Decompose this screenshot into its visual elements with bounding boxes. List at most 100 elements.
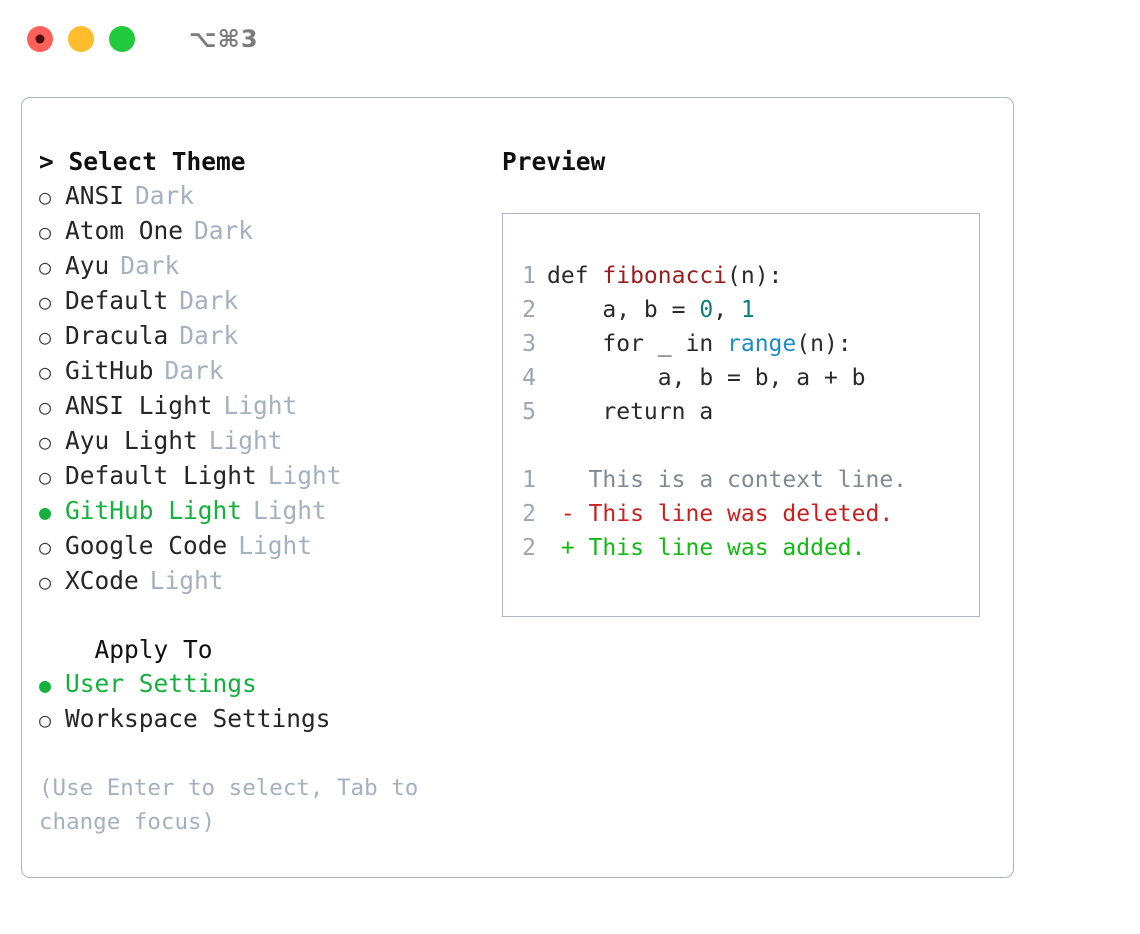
apply-to-option-label: User Settings bbox=[65, 669, 257, 698]
apply-to-option-user-settings[interactable]: ● User Settings bbox=[39, 667, 502, 702]
close-window-button[interactable] bbox=[27, 26, 53, 52]
code-token-plain: for _ in bbox=[547, 331, 728, 357]
code-line: 4 a, b = b, a + b bbox=[503, 361, 979, 395]
radio-unselected-icon: ○ bbox=[39, 185, 52, 209]
theme-option-label: Google Code bbox=[65, 531, 228, 560]
diff-line-add: 2 + This line was added. bbox=[503, 531, 979, 565]
diff-line-text: - This line was deleted. bbox=[547, 501, 894, 527]
theme-option-label: XCode bbox=[65, 566, 139, 595]
theme-variant-badge: Light bbox=[208, 426, 283, 455]
keyboard-hint-text: (Use Enter to select, Tab to change focu… bbox=[39, 775, 432, 835]
theme-option-label: Default Light bbox=[65, 461, 257, 490]
minimize-window-button[interactable] bbox=[68, 26, 94, 52]
theme-option-ayu-light[interactable]: ○ Ayu Light Light bbox=[39, 424, 502, 459]
code-line-text: a, b = 0, 1 bbox=[547, 293, 755, 327]
code-token-num: 0 bbox=[699, 297, 714, 323]
apply-to-option-list[interactable]: ● User Settings ○ Workspace Settings bbox=[39, 667, 502, 737]
diff-line-text: + This line was added. bbox=[547, 535, 866, 561]
theme-variant-badge: Dark bbox=[179, 286, 239, 315]
code-line: 5 return a bbox=[503, 395, 979, 429]
theme-option-ansi-light[interactable]: ○ ANSI Light Light bbox=[39, 389, 502, 424]
radio-unselected-icon: ○ bbox=[39, 325, 52, 349]
diff-line-number: 1 bbox=[522, 467, 536, 493]
theme-option-label: Ayu Light bbox=[65, 426, 198, 455]
code-line: 2 a, b = 0, 1 bbox=[503, 293, 979, 327]
theme-option-label: ANSI bbox=[65, 181, 125, 210]
code-line-text: for _ in range(n): bbox=[547, 327, 852, 361]
theme-option-ansi[interactable]: ○ ANSI Dark bbox=[39, 179, 502, 214]
diff-sample: 1 This is a context line.2 - This line w… bbox=[503, 463, 979, 565]
theme-variant-badge: Light bbox=[253, 496, 327, 525]
code-line-number: 2 bbox=[522, 297, 536, 323]
code-token-plain: def bbox=[547, 263, 603, 289]
code-line-number: 1 bbox=[522, 263, 536, 289]
zoom-window-button[interactable] bbox=[109, 26, 135, 52]
theme-option-github-light[interactable]: ● GitHub Light Light bbox=[39, 494, 502, 529]
code-line: 1 def fibonacci(n): bbox=[503, 259, 979, 293]
theme-option-label: GitHub bbox=[65, 356, 154, 385]
radio-unselected-icon: ○ bbox=[39, 290, 52, 314]
code-token-plain: a, b = b, a + b bbox=[547, 365, 866, 391]
radio-unselected-icon: ○ bbox=[39, 360, 52, 384]
theme-variant-badge: Dark bbox=[179, 321, 239, 350]
theme-option-label: ANSI Light bbox=[65, 391, 213, 420]
traffic-lights bbox=[27, 26, 135, 52]
radio-unselected-icon: ○ bbox=[39, 255, 52, 279]
radio-unselected-icon: ○ bbox=[39, 708, 52, 732]
radio-unselected-icon: ○ bbox=[39, 395, 52, 419]
code-token-plain: (n): bbox=[727, 263, 783, 289]
apply-to-section: Apply To ● User Settings ○ Workspace Settin… bbox=[39, 633, 502, 737]
radio-unselected-icon: ○ bbox=[39, 535, 52, 559]
code-token-plain: return a bbox=[547, 399, 714, 425]
theme-option-google-code[interactable]: ○ Google Code Light bbox=[39, 529, 502, 564]
theme-option-dracula[interactable]: ○ Dracula Dark bbox=[39, 319, 502, 354]
code-token-func: fibonacci bbox=[602, 263, 728, 289]
theme-option-label: Dracula bbox=[65, 321, 169, 350]
radio-selected-icon: ● bbox=[39, 500, 52, 524]
theme-option-label: Ayu bbox=[65, 251, 110, 280]
theme-variant-badge: Dark bbox=[135, 181, 195, 210]
code-token-call: range bbox=[727, 331, 797, 357]
code-line-text: def fibonacci(n): bbox=[547, 259, 782, 293]
code-line: 3 for _ in range(n): bbox=[503, 327, 979, 361]
apply-to-option-workspace-settings[interactable]: ○ Workspace Settings bbox=[39, 702, 502, 737]
diff-line-number: 2 bbox=[522, 535, 536, 561]
theme-option-label: GitHub Light bbox=[65, 496, 243, 525]
code-token-num: 1 bbox=[740, 297, 755, 323]
diff-line-del: 2 - This line was deleted. bbox=[503, 497, 979, 531]
theme-variant-badge: Light bbox=[223, 391, 298, 420]
code-diff-separator bbox=[503, 429, 979, 463]
apply-to-heading: Apply To bbox=[65, 635, 213, 664]
select-theme-heading: > Select Theme bbox=[39, 147, 246, 176]
code-line-text: return a bbox=[547, 395, 713, 429]
diff-line-number: 2 bbox=[522, 501, 536, 527]
code-line-number: 3 bbox=[522, 331, 536, 357]
apply-to-option-label: Workspace Settings bbox=[65, 704, 331, 733]
radio-unselected-icon: ○ bbox=[39, 430, 52, 454]
diff-line-context: 1 This is a context line. bbox=[503, 463, 979, 497]
title-bar: ⌥⌘3 bbox=[0, 0, 1140, 78]
theme-option-label: Atom One bbox=[65, 216, 184, 245]
theme-variant-badge: Light bbox=[238, 531, 313, 560]
code-token-plain: , bbox=[713, 297, 741, 323]
code-token-plain: (n): bbox=[796, 331, 852, 357]
radio-selected-icon: ● bbox=[39, 673, 52, 697]
code-token-plain: a, b = bbox=[547, 297, 700, 323]
code-line-number: 5 bbox=[522, 399, 536, 425]
code-line-text: a, b = b, a + b bbox=[547, 361, 866, 395]
theme-variant-badge: Light bbox=[149, 566, 224, 595]
diff-line-text: This is a context line. bbox=[547, 467, 908, 493]
radio-unselected-icon: ○ bbox=[39, 220, 52, 244]
